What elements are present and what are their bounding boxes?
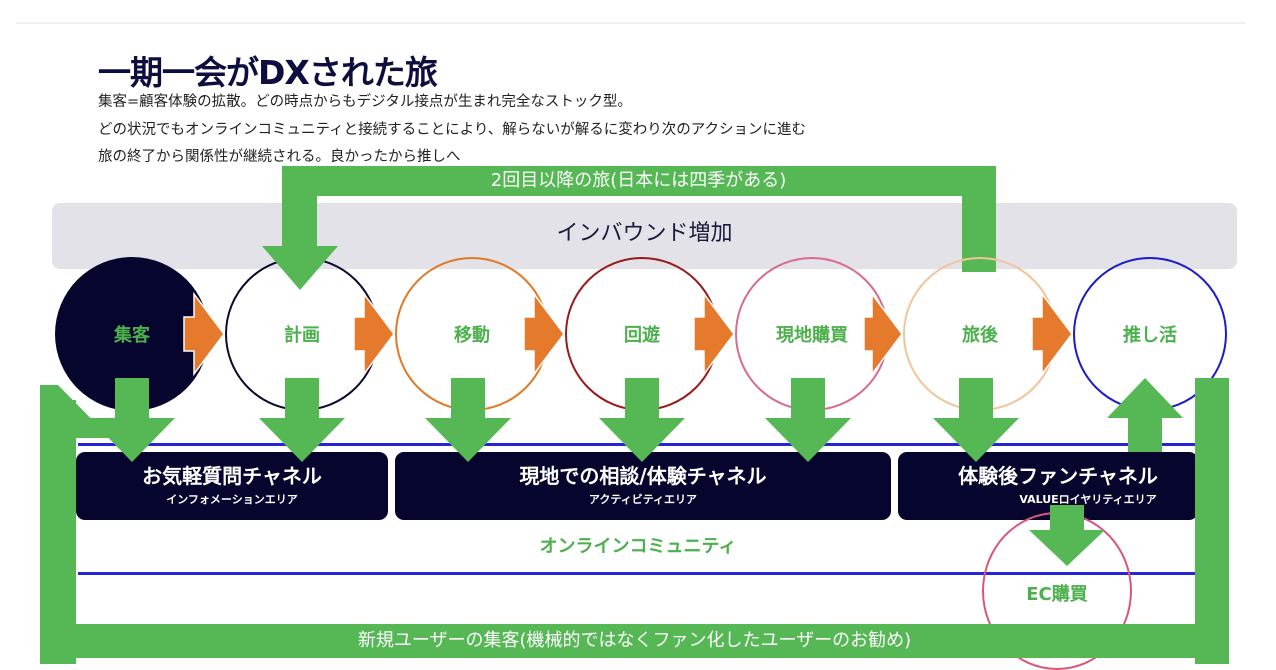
- flow-arrow-right: [863, 291, 903, 377]
- description-line-2: どの状況でもオンラインコミュニティと接続することにより、解らないが解るに変わり次…: [98, 122, 807, 138]
- page-title: 一期一会がDXされた旅: [98, 53, 438, 92]
- flow-arrow-right: [353, 291, 395, 377]
- repeat-trip-right-arm: [962, 166, 996, 272]
- ec-purchase-label: EC購買: [1026, 584, 1088, 605]
- channel-down-arrow: [765, 378, 851, 462]
- stage-label: 移動: [454, 325, 490, 346]
- stage-label: 回遊: [624, 325, 660, 346]
- stage-label: 推し活: [1123, 325, 1177, 346]
- channel-activity-subtitle: アクティビティエリア: [588, 493, 698, 506]
- channel-down-arrow: [259, 378, 345, 462]
- description-line-3: 旅の終了から関係性が継続される。良かったから推しへ: [98, 149, 461, 165]
- channel-activity-title: 現地での相談/体験チャネル: [519, 464, 767, 488]
- top-divider: [16, 22, 1246, 24]
- channel-info: お気軽質問チャネル インフォメーションエリア: [76, 452, 388, 520]
- flow-arrow-right: [183, 291, 225, 377]
- repeat-trip-down-arrow: [262, 196, 338, 290]
- channel-down-arrow: [425, 378, 511, 462]
- repeat-trip-label: 2回目以降の旅(日本には四季がある): [490, 170, 787, 191]
- channel-fan: 体験後ファンチャネル VALUEロイヤリティエリア: [898, 452, 1198, 520]
- channel-down-arrow: [933, 378, 1019, 462]
- channel-info-subtitle: インフォメーションエリア: [166, 493, 298, 506]
- oshi-up-arrow: [1107, 378, 1183, 452]
- online-community-label: オンラインコミュニティ: [539, 536, 737, 557]
- ec-down-arrow: [1029, 505, 1105, 566]
- flow-arrow-right: [693, 291, 735, 377]
- flow-arrow-right: [523, 291, 565, 377]
- stage-label: 計画: [284, 325, 320, 346]
- repeat-trip-bar: [282, 166, 995, 196]
- new-user-right-arm: [1195, 378, 1229, 664]
- new-user-label: 新規ユーザーの集客(機械的ではなくファン化したユーザーのお勧め): [357, 630, 912, 651]
- channel-down-arrow: [89, 378, 175, 462]
- channel-fan-subtitle: VALUEロイヤリティエリア: [1019, 493, 1157, 506]
- flow-arrow-right: [1031, 291, 1073, 377]
- stage-label: 旅後: [962, 325, 998, 346]
- inbound-label: インバウンド増加: [556, 221, 733, 246]
- channel-down-arrow: [599, 378, 685, 462]
- new-user-bar: [40, 624, 1229, 658]
- new-user-left-arm: [40, 400, 76, 664]
- description-line-1: 集客=顧客体験の拡散。どの時点からもデジタル接点が生まれ完全なストック型。: [98, 94, 632, 110]
- community-bottom-line: [78, 572, 1196, 575]
- stage-label: 集客: [114, 325, 150, 346]
- stage-label: 現地購買: [776, 325, 848, 346]
- new-user-up-arrow: [40, 385, 110, 438]
- channel-info-title: お気軽質問チャネル: [142, 464, 322, 488]
- channel-activity: 現地での相談/体験チャネル アクティビティエリア: [395, 452, 891, 520]
- channel-fan-title: 体験後ファンチャネル: [958, 464, 1158, 488]
